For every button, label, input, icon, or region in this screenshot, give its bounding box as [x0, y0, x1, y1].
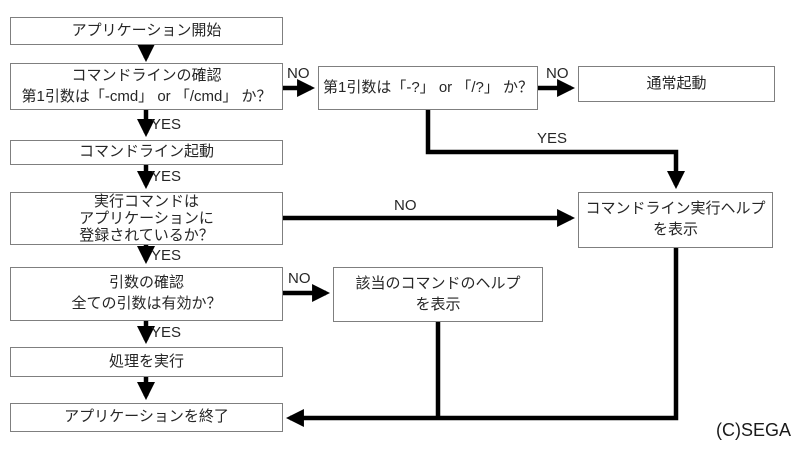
node-cmdline-check-line2: 第1引数は「-cmd」 or 「/cmd」 か？ — [21, 87, 272, 105]
node-cmdline-start: コマンドライン起動 — [10, 140, 283, 165]
edge-label-yes-cmdstart: YES — [151, 168, 182, 185]
edge-label-yes-execcmd: YES — [151, 247, 182, 264]
node-cmdline-check-line1: コマンドラインの確認 — [71, 66, 222, 84]
node-cmdline-exec-help-line2: を表示 — [652, 221, 698, 238]
node-first-arg-help-check-text: 第1引数は「-?」 or 「/?」 か？ — [322, 78, 534, 96]
node-command-help: 該当のコマンドのヘルプ を表示 — [333, 267, 543, 322]
edge-label-yes-cmdcheck: YES — [151, 116, 182, 133]
node-normal-start-text: 通常起動 — [646, 74, 707, 92]
edge-label-no-execcmd: NO — [394, 197, 417, 214]
node-app-exit: アプリケーションを終了 — [10, 403, 283, 432]
edge-label-yes-helpcheck: YES — [537, 130, 568, 147]
node-arg-validation-line2: 全ての引数は有効か？ — [71, 295, 222, 312]
node-app-start: アプリケーション開始 — [10, 17, 283, 45]
node-cmdline-start-text: コマンドライン起動 — [78, 143, 214, 161]
node-cmdline-check: コマンドラインの確認 第1引数は「-cmd」 or 「/cmd」 か？ — [10, 63, 283, 110]
node-exec-cmd-registered-line3: 登録されているか？ — [79, 227, 214, 245]
edge-helpcheck-yes — [425, 110, 685, 190]
node-exec-process: 処理を実行 — [10, 347, 283, 377]
node-exec-cmd-registered-line1: 実行コマンドは — [93, 192, 199, 210]
copyright-text: (C)SEGA — [716, 420, 792, 440]
node-app-exit-text: アプリケーションを終了 — [64, 408, 229, 426]
node-normal-start: 通常起動 — [578, 66, 775, 102]
node-command-help-line2: を表示 — [415, 295, 461, 313]
node-exec-cmd-registered-line2: アプリケーションに — [79, 209, 214, 227]
node-cmdline-exec-help-line1: コマンドライン実行ヘルプ — [585, 200, 766, 218]
node-exec-cmd-registered: 実行コマンドは アプリケーションに 登録されているか？ — [10, 192, 283, 245]
node-app-start-text: アプリケーション開始 — [71, 21, 222, 39]
node-first-arg-help-check: 第1引数は「-?」 or 「/?」 か？ — [318, 66, 538, 110]
node-cmdline-exec-help: コマンドライン実行ヘルプ を表示 — [578, 192, 773, 248]
edge-exechelp-to-exit — [285, 248, 679, 427]
node-arg-validation-line1: 引数の確認 — [108, 274, 184, 292]
node-exec-process-text: 処理を実行 — [108, 352, 184, 370]
edge-label-no-helpcheck: NO — [546, 65, 569, 82]
edge-label-yes-argcheck: YES — [151, 324, 182, 341]
edge-label-no-argcheck: NO — [288, 270, 311, 287]
node-arg-validation: 引数の確認 全ての引数は有効か？ — [10, 267, 283, 321]
node-command-help-line1: 該当のコマンドのヘルプ — [355, 274, 521, 292]
edge-label-no-cmdcheck: NO — [287, 65, 310, 82]
